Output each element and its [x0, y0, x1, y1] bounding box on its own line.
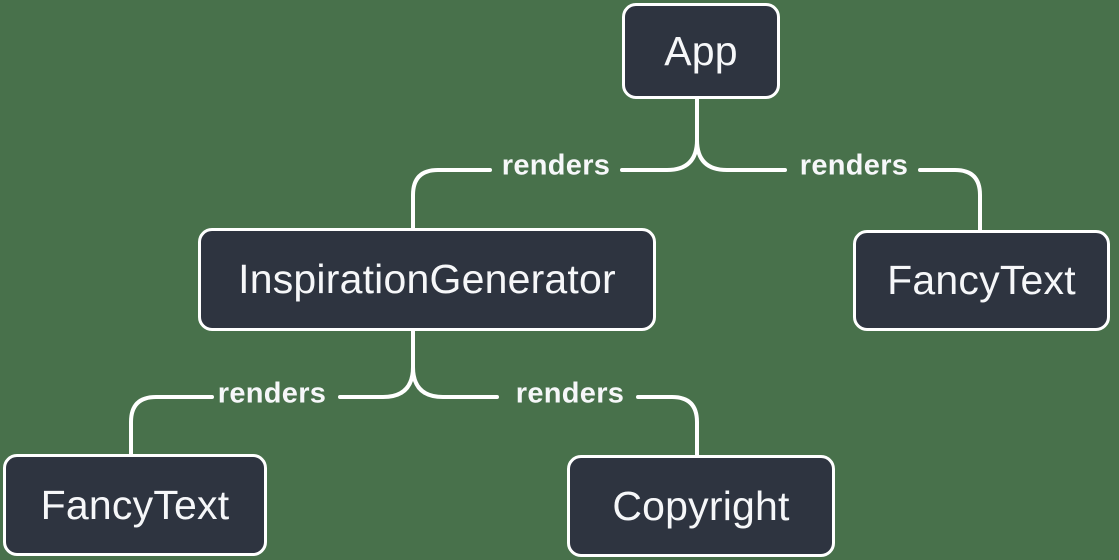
node-fancytext-right: FancyText [853, 230, 1110, 331]
node-fancytext-left-label: FancyText [40, 481, 230, 528]
node-inspiration-generator-label: InspirationGenerator [238, 256, 616, 302]
wire-app-flare-right [695, 138, 787, 172]
wire-inspiration-flare-left [338, 365, 415, 399]
wire-elbow-to-inspiration [411, 168, 492, 230]
edge-label-app-fancytext: renders [799, 149, 909, 182]
node-app: App [622, 3, 780, 99]
node-fancytext-left: FancyText [3, 454, 267, 556]
wire-elbow-to-fancytext-right [918, 168, 982, 232]
edge-label-inspiration-fancytext: renders [217, 377, 327, 410]
edge-label-inspiration-copyright: renders [515, 377, 625, 410]
edge-label-app-inspiration: renders [501, 149, 611, 182]
node-fancytext-right-label: FancyText [887, 257, 1076, 303]
wire-elbow-to-fancytext-left [129, 395, 214, 456]
node-copyright: Copyright [567, 455, 835, 557]
wire-inspiration-flare-right [411, 365, 499, 399]
wire-elbow-to-copyright [636, 395, 699, 457]
wire-app-flare-left [620, 138, 699, 172]
node-inspiration-generator: InspirationGenerator [198, 228, 656, 331]
node-copyright-label: Copyright [612, 482, 790, 529]
node-app-label: App [664, 27, 738, 74]
